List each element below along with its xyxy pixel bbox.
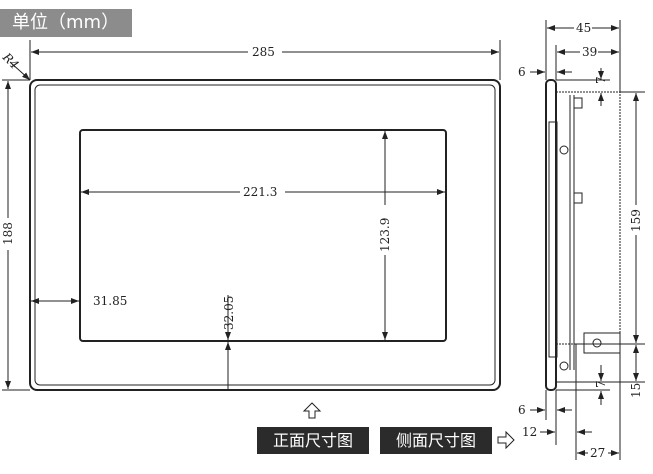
front-view-caption[interactable]: 正面尺寸图 [257, 427, 369, 454]
dim-bottom-depth-label: 27 [590, 446, 605, 460]
dim-offset-bottom: 7 [556, 365, 610, 405]
dim-screen-width: 221.3 [81, 185, 445, 199]
side-body [555, 91, 621, 345]
dim-front-thickness-bottom-label: 6 [518, 403, 526, 417]
dim-front-thickness-top: 6 [518, 65, 572, 79]
dim-height: 188 [1, 79, 30, 391]
arrow-up-icon [302, 402, 322, 419]
side-view-caption[interactable]: 侧面尺寸图 [380, 427, 492, 454]
dim-left-margin-label: 31.85 [93, 294, 127, 308]
dim-depth-total: 45 [547, 21, 619, 35]
dim-bottom-margin-label: 32.05 [222, 296, 236, 330]
dim-depth-total-label: 45 [576, 21, 591, 35]
dim-offset-top-label: 7 [594, 76, 608, 84]
dim-width-label: 285 [252, 45, 275, 59]
dim-screen-height: 123.9 [378, 131, 392, 340]
dim-bezel-label: 12 [522, 425, 537, 439]
screen-area [79, 129, 447, 342]
dim-height-label: 188 [1, 222, 15, 245]
screw-icon [559, 145, 569, 155]
dim-bottom-step: 15 [629, 345, 643, 398]
dim-bottom-margin: 32.05 [222, 295, 236, 389]
dim-offset-bottom-label: 7 [594, 380, 608, 388]
dim-depth-body: 39 [557, 45, 619, 59]
dim-body-height: 159 [556, 91, 645, 383]
dim-bottom-depth: 27 [577, 446, 619, 460]
dim-left-margin: 31.85 [31, 294, 127, 308]
screw-icon [559, 361, 569, 371]
front-inner-frame [34, 84, 496, 386]
dim-width: 285 [29, 40, 501, 80]
dim-depth-body-label: 39 [582, 45, 597, 59]
side-screen-glass [548, 121, 558, 358]
dim-front-thickness-top-label: 6 [518, 65, 526, 79]
side-front-panel [545, 79, 557, 391]
dim-bezel: 12 [522, 425, 592, 439]
dim-bottom-step-label: 15 [629, 383, 643, 398]
dim-front-thickness-bottom: 6 [518, 403, 572, 417]
dim-body-height-label: 159 [629, 209, 643, 232]
unit-label: 单位（mm） [0, 9, 132, 37]
dim-screen-width-label: 221.3 [243, 185, 277, 199]
arrow-right-icon [497, 430, 515, 450]
screw-icon [592, 338, 602, 348]
front-outer-frame [29, 79, 501, 391]
dim-screen-height-label: 123.9 [378, 218, 392, 252]
dim-offset-top: 7 [556, 68, 610, 106]
dim-radius-label: R4 [0, 50, 22, 72]
dim-radius: R4 [0, 50, 31, 81]
